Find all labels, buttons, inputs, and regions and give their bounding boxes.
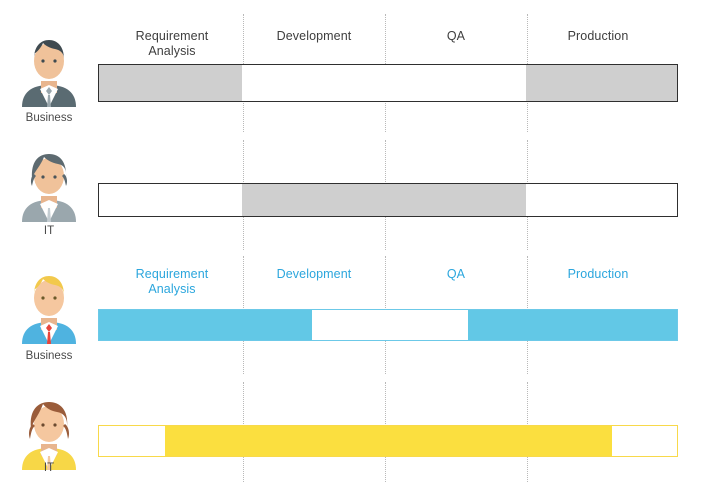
row-caption-it-1: IT bbox=[43, 225, 55, 237]
phase-label-qa-mid: QA bbox=[396, 267, 516, 282]
timeline-track-row4[interactable] bbox=[98, 425, 678, 457]
phase-label-line1: QA bbox=[446, 267, 466, 281]
timeline-fill-row3-requirement bbox=[99, 310, 312, 340]
phase-label-production-top: Production bbox=[538, 29, 658, 44]
row-caption-business-2: Business bbox=[25, 350, 73, 362]
phase-label-line1: Production bbox=[567, 267, 629, 281]
phase-label-line1: Requirement bbox=[135, 29, 209, 43]
timeline-track-row1[interactable] bbox=[98, 64, 678, 102]
timeline-fill-row2-development bbox=[242, 184, 526, 216]
businessman-blue-avatar bbox=[19, 272, 79, 344]
phase-label-requirement-analysis-top: Requirement Analysis bbox=[112, 29, 232, 59]
timeline-fill-row1-production bbox=[526, 65, 677, 101]
phase-label-line1: Production bbox=[567, 29, 629, 43]
phase-label-line1: Development bbox=[276, 29, 352, 43]
businessman-grey-avatar bbox=[19, 35, 79, 107]
businesswoman-grey-avatar bbox=[19, 150, 79, 222]
timeline-track-row3[interactable] bbox=[98, 309, 678, 341]
phase-label-line1: QA bbox=[446, 29, 466, 43]
timeline-track-row2[interactable] bbox=[98, 183, 678, 217]
timeline-fill-row3-production bbox=[468, 310, 677, 340]
phase-label-requirement-analysis-mid: Requirement Analysis bbox=[112, 267, 232, 297]
phase-label-line1: Requirement bbox=[135, 267, 209, 281]
phase-label-line1: Development bbox=[276, 267, 352, 281]
phase-label-development-mid: Development bbox=[254, 267, 374, 282]
timeline-fill-row4-span bbox=[165, 426, 612, 456]
phase-label-line2: Analysis bbox=[148, 282, 196, 296]
phase-label-qa-top: QA bbox=[396, 29, 516, 44]
row-caption-it-2: IT bbox=[43, 462, 55, 474]
row-caption-business-1: Business bbox=[25, 112, 73, 124]
businesswoman-yellow-avatar bbox=[19, 398, 79, 470]
timeline-fill-row1-requirement bbox=[99, 65, 242, 101]
phase-label-production-mid: Production bbox=[538, 267, 658, 282]
phase-label-development-top: Development bbox=[254, 29, 374, 44]
phase-label-line2: Analysis bbox=[148, 44, 196, 58]
